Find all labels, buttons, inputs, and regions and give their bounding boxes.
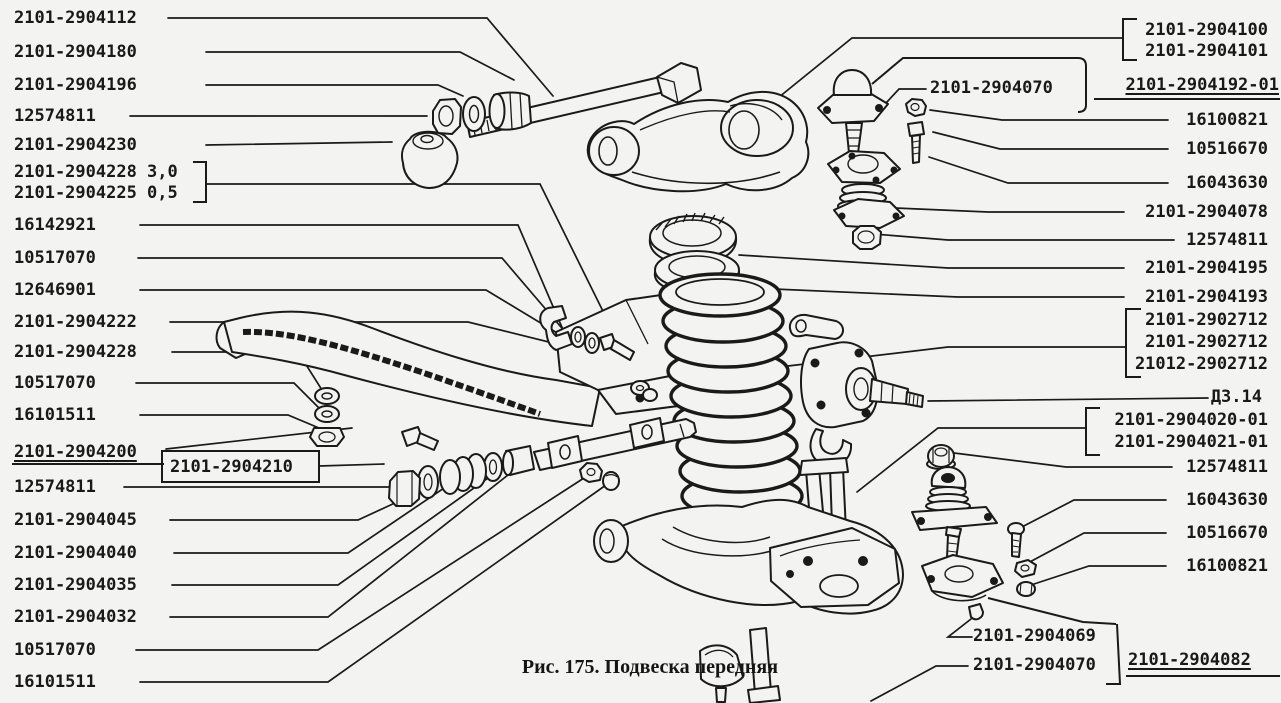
bracket-spring xyxy=(1125,308,1141,378)
part-label: 12574811 xyxy=(14,106,96,126)
frame-label-2904070-top xyxy=(871,57,1087,113)
strut-rod-assembly xyxy=(388,417,697,507)
part-label: 12646901 xyxy=(14,280,96,300)
part-label: 2101-2902712 xyxy=(1145,310,1268,330)
part-label: 16100821 xyxy=(1186,556,1268,576)
part-label: 2101-2904196 xyxy=(14,75,137,95)
figure-caption: Рис. 175. Подвеска передняя xyxy=(521,656,779,678)
part-label: 2101-2904193 xyxy=(1145,287,1268,307)
bump-stop xyxy=(400,130,459,189)
lower-ball-joint-assembly xyxy=(911,444,1037,621)
part-label: 12574811 xyxy=(1186,457,1268,477)
bracket-shims xyxy=(193,161,207,203)
part-label: 16101511 xyxy=(14,672,96,692)
part-label-boxed: 2101-2904070 xyxy=(973,655,1096,675)
washer xyxy=(462,96,486,132)
part-label: 2101-2904021-01 xyxy=(1114,432,1268,452)
part-label: 12574811 xyxy=(1186,230,1268,250)
castle-nut xyxy=(852,225,882,250)
part-label: 2101-2904222 xyxy=(14,312,137,332)
part-label: 10517070 xyxy=(14,640,96,660)
part-label: 2101-2904180 xyxy=(14,42,137,62)
part-label: 2101-2904192-01 xyxy=(1125,75,1279,95)
frame-label-2904070-bottom xyxy=(987,597,1122,685)
crossmember-fasteners xyxy=(309,387,439,451)
part-label: 2101-2904225 0,5 xyxy=(14,183,178,203)
part-label: 2101-2904045 xyxy=(14,510,137,530)
coil-spring xyxy=(658,272,804,519)
part-label: 2101-2904020-01 xyxy=(1114,410,1268,430)
part-label: 16043630 xyxy=(1186,490,1268,510)
upper-arm-shaft-hardware xyxy=(539,305,658,402)
part-label: 2101-2904112 xyxy=(14,8,137,28)
part-label: 2101-2902712 xyxy=(1145,332,1268,352)
spindle xyxy=(869,378,909,405)
upper-ball-joint-fasteners xyxy=(905,98,927,164)
part-label: 2101-2904032 xyxy=(14,607,137,627)
part-label: 2101-2904195 xyxy=(1145,258,1268,278)
part-label: 2101-2904228 xyxy=(14,342,137,362)
part-label: 2101-2904200 xyxy=(14,442,137,462)
label-brackets xyxy=(12,18,1280,685)
nut xyxy=(432,98,462,135)
part-label: 10517070 xyxy=(14,373,96,393)
grease-fitting xyxy=(968,603,984,621)
part-label: 2101-2904100 xyxy=(1145,20,1268,40)
box-label-2904210 xyxy=(161,450,320,483)
part-label: 12574811 xyxy=(14,477,96,497)
part-label: 21012-2902712 xyxy=(1134,354,1268,374)
part-label: 2101-2904228 3,0 xyxy=(14,162,178,182)
lower-control-arm xyxy=(593,457,904,703)
part-label: 16142921 xyxy=(14,215,96,235)
part-label-boxed: 2101-2904070 xyxy=(930,78,1053,98)
part-label: Д3.14 xyxy=(1210,387,1262,407)
part-label: 2101-2904040 xyxy=(14,543,137,563)
part-label: 2101-2904078 xyxy=(1145,202,1268,222)
bracket-upper-balljoint xyxy=(1122,18,1137,61)
part-label: 16100821 xyxy=(1186,110,1268,130)
upper-control-arm xyxy=(586,90,810,193)
arm-bushing-set xyxy=(432,91,532,135)
bracket-lower-mount xyxy=(1085,407,1100,456)
part-label: 16101511 xyxy=(14,405,96,425)
upper-ball-joint xyxy=(817,69,905,250)
part-label: 2101-2904082 xyxy=(1128,650,1251,670)
part-label: 10516670 xyxy=(1186,139,1268,159)
part-label: 2101-2904101 xyxy=(1145,41,1268,61)
part-label: 10517070 xyxy=(14,248,96,268)
part-label: 2101-2904230 xyxy=(14,135,137,155)
part-label: 16043630 xyxy=(1186,173,1268,193)
rod-nut xyxy=(388,470,421,507)
part-label-boxed: 2101-2904210 xyxy=(170,457,293,477)
part-label: 2101-2904035 xyxy=(14,575,137,595)
part-label: 2101-2904069 xyxy=(973,626,1096,646)
part-label: 10516670 xyxy=(1186,523,1268,543)
steering-knuckle xyxy=(789,313,924,467)
